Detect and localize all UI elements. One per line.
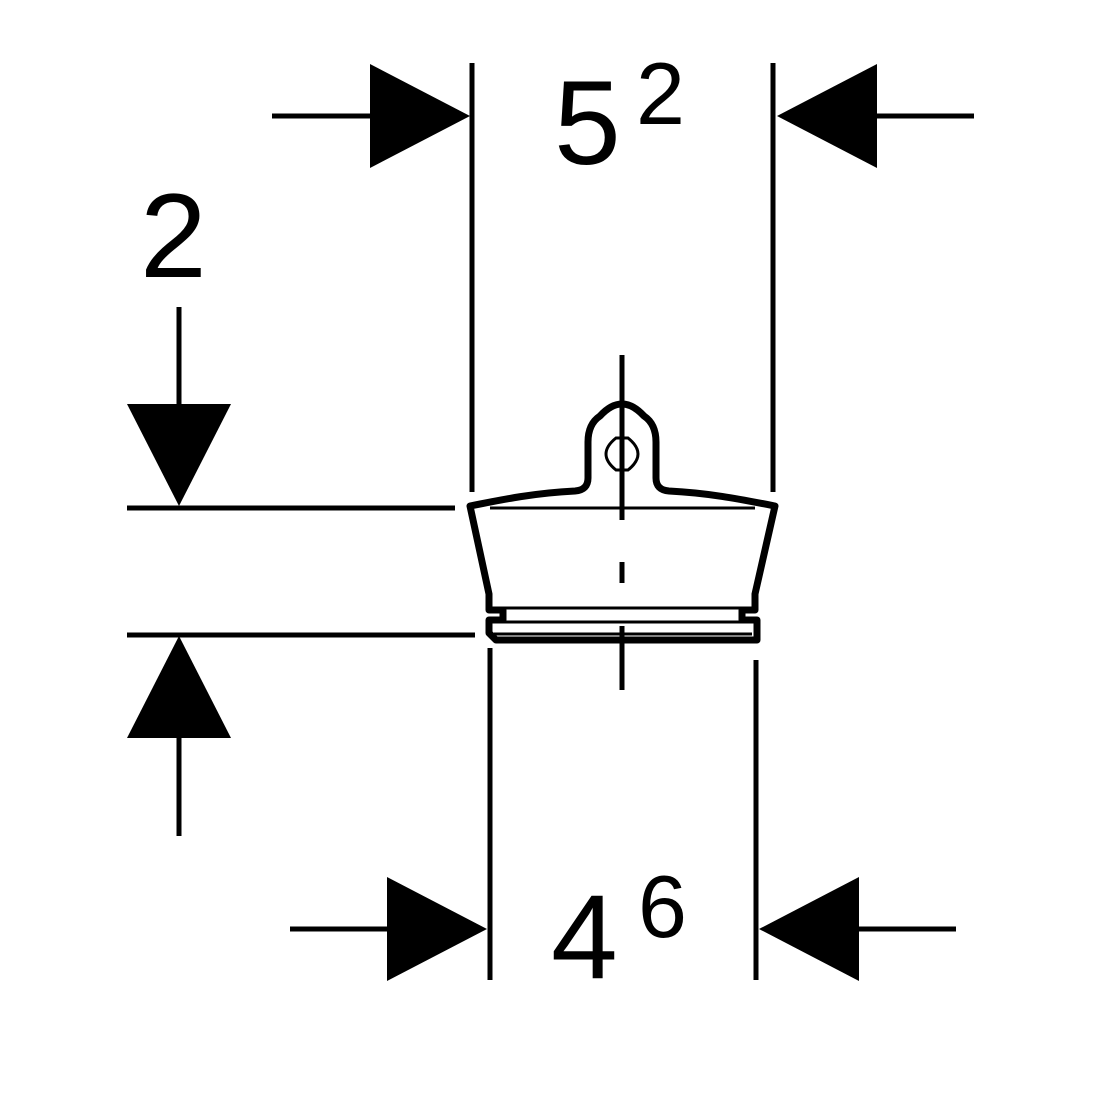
handle-hole [604, 436, 640, 472]
arrowhead-left-pointing-bottom [759, 877, 859, 981]
arrowhead-up-pointing [127, 636, 231, 738]
bottom-width-value: 4 [551, 870, 618, 1004]
bottom-width-superscript: 6 [638, 857, 687, 956]
bottom-width-dimension: 4 6 [290, 648, 956, 1004]
arrowhead-right-pointing-bottom [387, 877, 487, 981]
top-width-superscript: 2 [636, 44, 685, 143]
part-outline [466, 355, 779, 690]
height-value: 2 [140, 169, 207, 303]
height-dimension: 2 [127, 169, 475, 836]
top-width-dimension: 5 2 [272, 44, 974, 492]
arrowhead-right-pointing-top [370, 64, 470, 168]
stopper-body [466, 400, 779, 644]
arrowhead-left-pointing-top [777, 64, 877, 168]
top-width-value: 5 [554, 56, 621, 190]
arrowhead-down-pointing [127, 404, 231, 506]
